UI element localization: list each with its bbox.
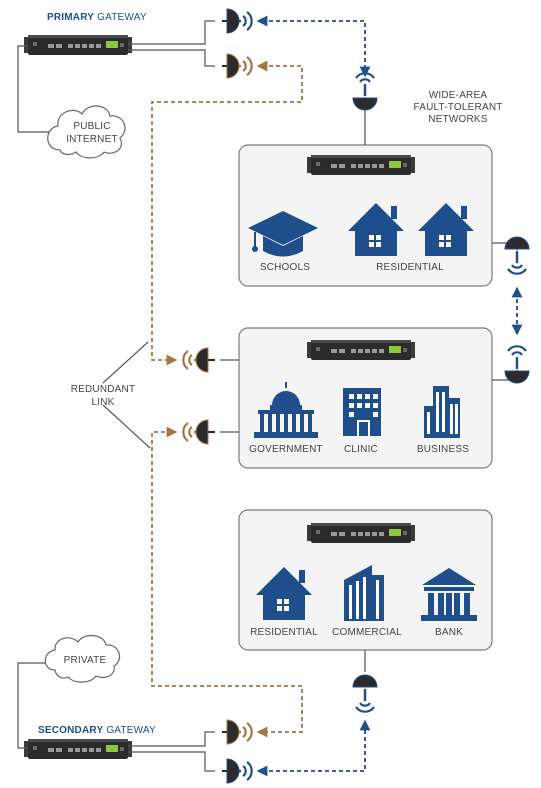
wire-primary-top	[128, 20, 215, 45]
site-1-router-icon	[307, 155, 415, 175]
wan-label-line2: FAULT-TOLERANT	[413, 102, 503, 113]
site2-label-business: BUSINESS	[416, 444, 470, 455]
redundant-leader-top	[102, 341, 149, 384]
graduation-cap-icon	[248, 211, 318, 257]
link-secondary-to-site3	[256, 719, 371, 777]
wire-secondary-cloud	[17, 662, 52, 749]
site2-right-antenna-icon	[503, 345, 531, 385]
house-icon	[348, 203, 404, 256]
link-primary-redundant	[151, 60, 303, 366]
wan-label-line1: WIDE-AREA	[428, 90, 488, 101]
site2-left-antenna-bottom-icon	[182, 418, 217, 446]
site3-bottom-antenna-icon	[351, 673, 379, 713]
private-cloud-icon	[44, 635, 121, 683]
site1-right-antenna-icon	[503, 235, 531, 275]
site-2-router-icon	[307, 340, 415, 360]
secondary-antenna-copper-icon	[220, 718, 253, 746]
capitol-building-icon	[254, 382, 318, 438]
redundant-link-label-line1: REDUNDANT	[70, 384, 136, 395]
primary-antenna-copper-icon	[220, 52, 253, 80]
site3-label-bank: BANK	[434, 627, 464, 638]
site3-label-residential: RESIDENTIAL	[250, 627, 318, 638]
wan-label-line3: NETWORKS	[428, 114, 488, 125]
office-tower-icon	[424, 386, 460, 438]
secondary-gateway-router-icon	[24, 739, 132, 759]
public-internet-label-line2: INTERNET	[66, 134, 118, 145]
site2-left-antenna-top-icon	[182, 346, 217, 374]
public-internet-cloud-icon	[47, 105, 126, 159]
wire-secondary-bottom	[128, 751, 215, 772]
wan-antenna-icon	[351, 72, 379, 112]
secondary-antenna-blue-icon	[220, 757, 253, 785]
public-internet-label-line1: PUBLIC	[73, 121, 111, 132]
house-icon	[256, 567, 312, 620]
secondary-gateway-label: SECONDARY GATEWAY	[38, 725, 156, 736]
site2-label-clinic: CLINIC	[344, 444, 378, 455]
private-cloud-label: PRIVATE	[63, 655, 107, 666]
primary-antenna-blue-icon	[220, 7, 253, 35]
site-3-router-icon	[307, 523, 415, 543]
site1-label-residential: RESIDENTIAL	[376, 262, 444, 273]
bank-icon	[421, 568, 477, 621]
site2-label-government: GOVERNMENT	[249, 444, 323, 455]
site3-label-commercial: COMMERCIAL	[332, 627, 402, 638]
wire-primary-cloud	[17, 45, 55, 133]
wire-primary-bottom	[128, 49, 215, 67]
redundant-link-label-line2: LINK	[91, 397, 115, 408]
house-icon	[418, 203, 474, 256]
clinic-building-icon	[343, 388, 381, 436]
primary-gateway-router-icon	[24, 35, 132, 55]
redundant-leader-bottom	[102, 404, 151, 449]
primary-gateway-label: PRIMARY GATEWAY	[47, 12, 147, 23]
link-primary-to-wan	[256, 15, 371, 78]
site1-label-schools: SCHOOLS	[259, 262, 311, 273]
commercial-building-icon	[344, 565, 384, 621]
